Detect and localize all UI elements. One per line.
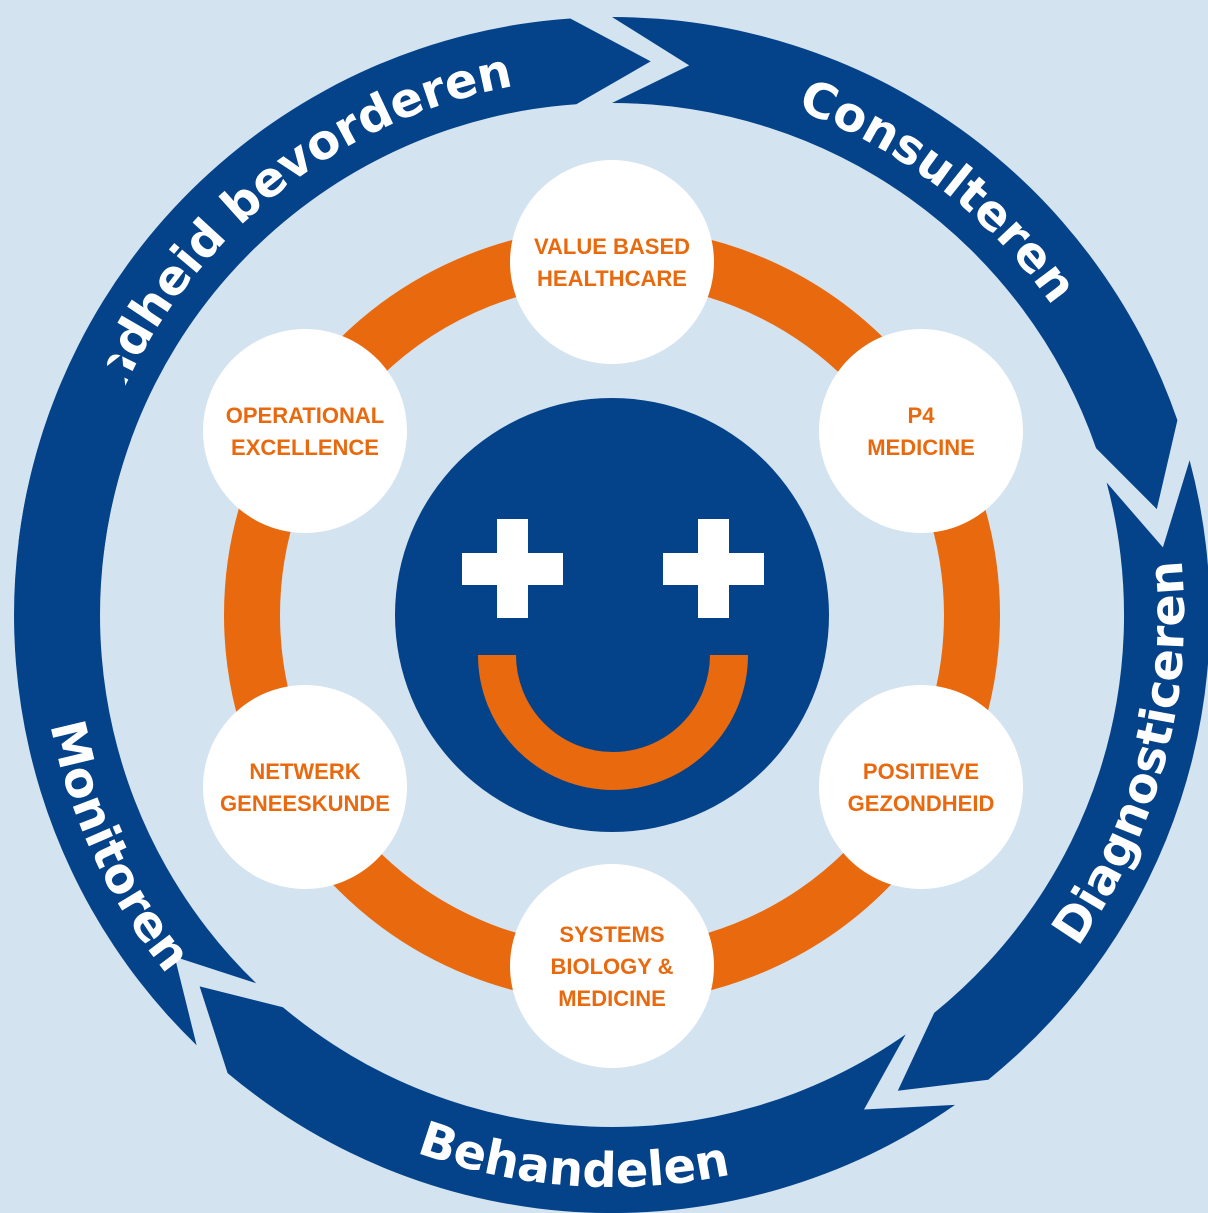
cycle-arrow-gezondheid-bevorderen [18,18,651,553]
node-label-line: MEDICINE [558,986,666,1011]
node-circle [510,864,714,1068]
node-systems-biology-medicine: SYSTEMS BIOLOGY & MEDICINE [510,864,714,1068]
node-label-line: SYSTEMS [559,922,664,947]
node-label-line: NETWERK [249,759,360,784]
cycle-arrow-diagnosticeren [897,460,1208,1091]
node-label-line: POSITIEVE [863,759,979,784]
node-circle [203,685,407,889]
node-label-line: VALUE BASED [534,234,690,259]
node-circle [819,685,1023,889]
node-label-line: MEDICINE [867,435,975,460]
cycle-arrow-monitoren [14,354,257,1046]
left-plus-icon [462,519,563,618]
node-value-based-healthcare: VALUE BASED HEALTHCARE [510,160,714,364]
node-label-line: P4 [908,403,936,428]
smiley-plus-eyes-icon [395,398,829,832]
cycle-arrow-behandelen [199,986,955,1213]
node-positieve-gezondheid: POSITIEVE GEZONDHEID [819,685,1023,889]
node-label-line: GENEESKUNDE [220,791,390,816]
node-netwerk-geneeskunde: NETWERK GENEESKUNDE [203,685,407,889]
cycle-arrow-consulteren [612,17,1178,510]
node-label-line: EXCELLENCE [231,435,379,460]
node-label-line: HEALTHCARE [537,266,687,291]
node-circle [819,329,1023,533]
node-label-line: BIOLOGY & [550,954,673,979]
smile-mouth [478,654,748,790]
node-operational-excellence: OPERATIONAL EXCELLENCE [203,329,407,533]
node-label-line: OPERATIONAL [226,403,384,428]
right-plus-icon [663,519,764,618]
node-label-line: GEZONDHEID [848,791,995,816]
node-circle [510,160,714,364]
node-circle [203,329,407,533]
